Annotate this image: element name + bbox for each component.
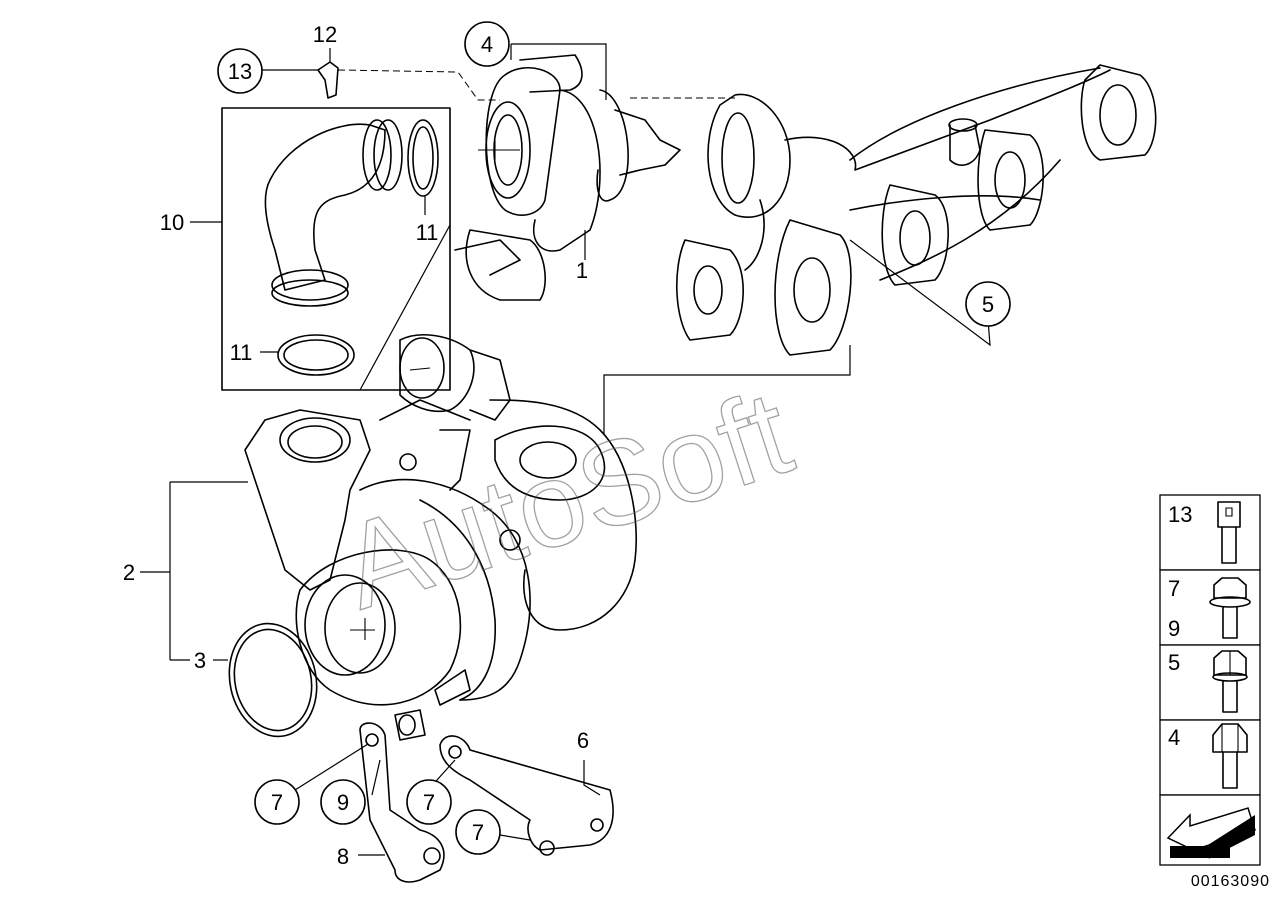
callout-7a: 7: [271, 790, 283, 815]
callout-labels: 13 12 4 1 10 11 11 5 2 3 6 7 9 7 7 8: [123, 21, 1011, 869]
support-brackets-drawing: [359, 709, 614, 883]
callout-circle-5: [965, 281, 1011, 327]
callout-5: 5: [982, 292, 994, 317]
fastener-legend: 13 7 9 5 4: [1159, 494, 1261, 866]
exhaust-manifold-drawing: [676, 64, 1157, 356]
legend-label-7: 7: [1168, 576, 1180, 601]
callout-circle-7c: [455, 809, 501, 855]
callout-11-lower: 11: [230, 340, 253, 365]
callout-circle-4: [464, 21, 510, 67]
callout-circle-13: [217, 48, 263, 94]
callout-12: 12: [313, 22, 337, 47]
callout-circle-9: [320, 779, 366, 825]
callout-8: 8: [337, 844, 349, 869]
clip-drawing: [317, 61, 339, 99]
legend-label-9: 9: [1168, 616, 1180, 641]
hex-flange-bolt-icon: [1212, 650, 1248, 713]
turbo-cartridge-drawing: [454, 54, 681, 301]
leader-lines: [140, 43, 991, 856]
watermark: AutoSoft: [327, 365, 806, 635]
callout-7c: 7: [472, 820, 484, 845]
callout-circle-7a: [254, 779, 300, 825]
diagram-code: 00163090: [1191, 873, 1270, 890]
callout-2: 2: [123, 560, 135, 585]
legend-label-5: 5: [1168, 650, 1180, 675]
callout-10: 10: [160, 210, 184, 235]
legend-label-4: 4: [1168, 725, 1180, 750]
callout-13: 13: [228, 59, 252, 84]
socket-cap-screw-icon: [1217, 501, 1241, 564]
gasket-ring-drawing: [228, 622, 318, 738]
legend-label-13: 13: [1168, 502, 1192, 527]
callout-circle-7b: [406, 779, 452, 825]
callout-6: 6: [577, 728, 589, 753]
callout-4: 4: [481, 32, 493, 57]
flange-bolt-icon: [1209, 577, 1251, 639]
orientation-arrow-icon: [1166, 807, 1256, 859]
hex-bolt-icon: [1212, 723, 1248, 789]
turbocharger-drawing: [244, 334, 638, 706]
charge-air-pipe-drawing: [221, 107, 451, 391]
callout-11-upper: 11: [416, 220, 439, 245]
callout-3: 3: [194, 648, 206, 673]
callout-1: 1: [576, 258, 588, 283]
callout-9: 9: [337, 790, 349, 815]
callout-7b: 7: [423, 790, 435, 815]
